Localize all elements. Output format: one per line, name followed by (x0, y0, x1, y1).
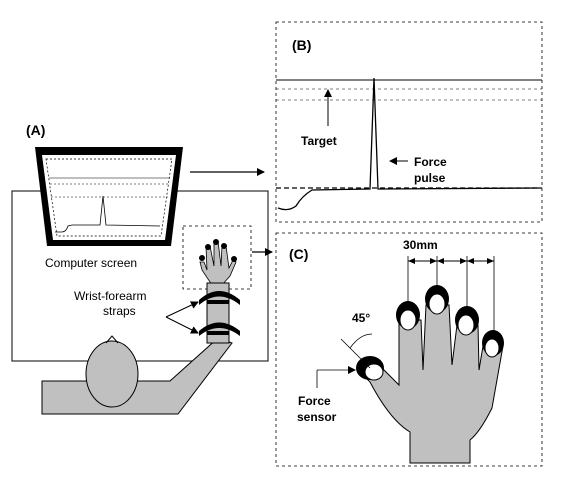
panel-b-box (275, 21, 543, 223)
force-pulse-label-line1: Force (414, 155, 447, 169)
large-hand (356, 285, 504, 464)
wrist-forearm-straps (199, 291, 240, 336)
panel-c-label: (C) (289, 246, 308, 262)
straps-arrow-lower (165, 316, 199, 334)
small-hand (199, 239, 237, 286)
panel-b-label: (B) (292, 37, 311, 53)
force-sensor-label-line1: Force (298, 394, 331, 408)
straps-label-line2: straps (103, 304, 136, 318)
computer-screen (35, 147, 183, 246)
spacing-indicator (407, 256, 495, 333)
computer-screen-label: Computer screen (45, 256, 137, 270)
angle-label: 45° (352, 311, 370, 325)
panel-c-box (275, 232, 543, 467)
target-label: Target (301, 134, 337, 148)
subject-body (41, 282, 233, 415)
straps-label-line1: Wrist-forearm (74, 289, 146, 303)
force-sensor-label-line2: sensor (297, 410, 337, 424)
panel-a-label: (A) (26, 122, 45, 138)
straps-arrow-upper (165, 301, 199, 318)
force-pulse-label-line2: pulse (414, 171, 446, 185)
thumb-angle-indicator (340, 333, 373, 369)
spacing-label: 30mm (403, 238, 438, 252)
force-trace (277, 77, 541, 211)
subject-head (85, 340, 139, 408)
screen-trace (55, 195, 161, 233)
